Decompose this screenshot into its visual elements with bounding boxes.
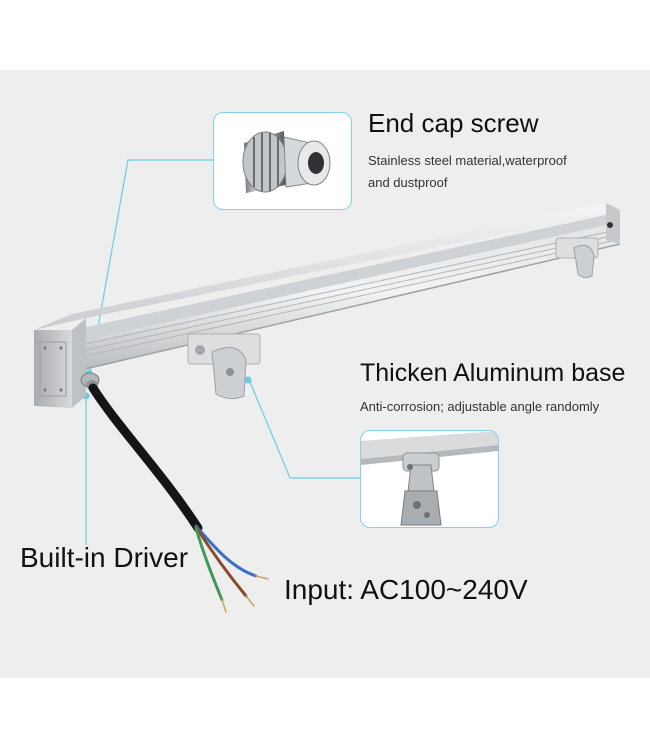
end-cap-leader-line xyxy=(89,159,213,373)
mounting-bracket-icon xyxy=(361,431,498,526)
end-cap xyxy=(34,330,72,408)
aluminum-base-inset xyxy=(360,430,499,528)
base-leader-line xyxy=(249,381,362,479)
driver-title: Built-in Driver xyxy=(20,542,189,573)
end-cap-description-line2: and dustproof xyxy=(368,175,448,190)
input-title: Input: AC100~240V xyxy=(284,574,528,605)
end-cap-inset xyxy=(213,112,352,210)
cable-gland-icon xyxy=(242,131,331,193)
bracket-near xyxy=(187,333,261,400)
end-cap-title: End cap screw xyxy=(368,108,539,138)
aluminum-base-description: Anti-corrosion; adjustable angle randoml… xyxy=(360,399,600,414)
base-leader-dot xyxy=(244,376,252,384)
bracket-far xyxy=(555,237,599,279)
end-cap-description-line1: Stainless steel material,waterproof xyxy=(368,153,567,168)
aluminum-bar xyxy=(34,203,621,408)
aluminum-base-title: Thicken Aluminum base xyxy=(360,359,626,387)
power-cable xyxy=(88,383,269,613)
